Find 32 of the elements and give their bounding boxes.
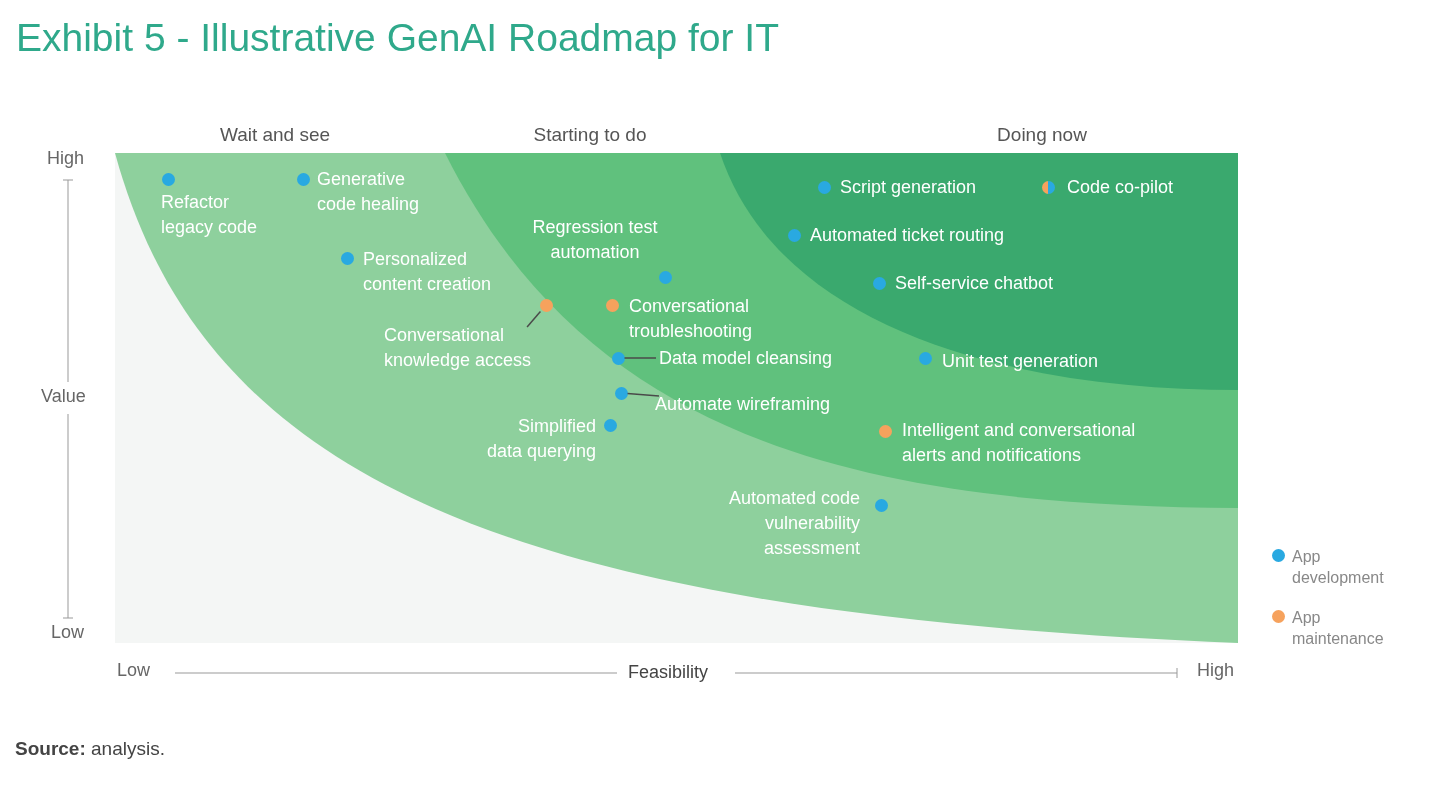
- point-label: Unit test generation: [942, 350, 1099, 373]
- point-label: Script generation: [840, 176, 977, 199]
- leader-line: [526, 310, 542, 328]
- axis-title: Value: [41, 386, 86, 407]
- point-label: Regression test automation: [531, 216, 659, 264]
- zone-heading: Doing now: [996, 124, 1088, 146]
- chart-title: Exhibit 5 - Illustrative GenAI Roadmap for IT: [16, 16, 779, 60]
- zone-heading: Starting to do: [532, 124, 648, 146]
- point-label: Simplified data querying: [485, 415, 596, 463]
- legend-label: App development: [1292, 547, 1385, 588]
- axis-tick-label: High: [47, 148, 85, 169]
- point-label: Intelligent and conversational alerts and notifications: [902, 419, 1137, 467]
- point-label: Conversational knowledge access: [384, 324, 533, 372]
- point-label: Automate wireframing: [655, 393, 831, 416]
- point-label: Personalized content creation: [363, 248, 493, 296]
- point-label: Code co-pilot: [1067, 176, 1174, 199]
- point-label: Conversational troubleshooting: [629, 295, 754, 343]
- axis-tick-label: Low: [51, 622, 85, 643]
- point-label: Automated ticket routing: [810, 224, 1005, 247]
- point-label: Refactor legacy code: [161, 191, 259, 239]
- point-label: Data model cleansing: [659, 347, 833, 370]
- leader-line: [626, 392, 660, 397]
- axis-title: Feasibility: [628, 662, 709, 683]
- zone-heading: Wait and see: [218, 124, 332, 146]
- axis-tick-label: High: [1197, 660, 1235, 681]
- point-label: Automated code vulnerability assessment: [727, 487, 860, 560]
- point-label: Self-service chatbot: [895, 272, 1054, 295]
- leader-line: [623, 357, 657, 359]
- legend-label: App maintenance: [1292, 608, 1385, 649]
- axis-tick-label: Low: [117, 660, 151, 681]
- point-label: Generative code healing: [317, 168, 421, 216]
- source-note: Source: analysis.: [15, 738, 165, 760]
